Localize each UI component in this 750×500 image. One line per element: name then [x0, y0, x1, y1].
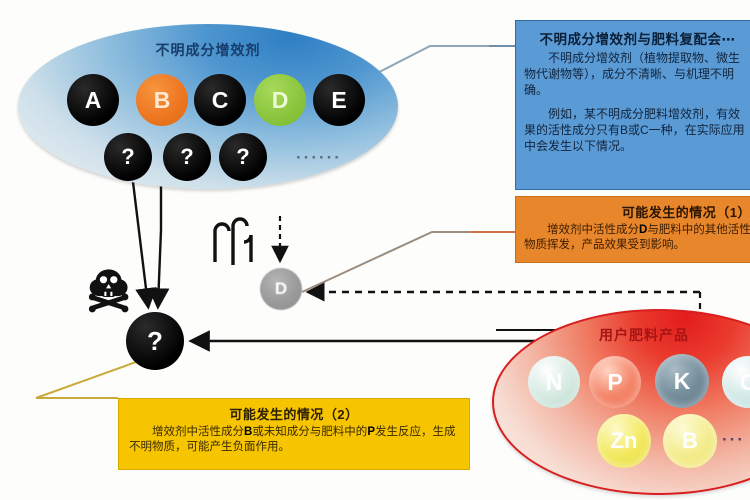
- callout-yellow-highlight-1: B: [244, 426, 253, 438]
- callout-blue-paragraph-1: 不明成分增效剂（植物提取物、微生物代谢物等），成分不清晰、与机理不明确。: [524, 51, 741, 97]
- nutrient-node-k[interactable]: K: [655, 354, 709, 408]
- callout-yellow-part-3: 发生反应，生成不明物质，可能产生负面作用。: [129, 426, 456, 454]
- skull-and-crossbones-icon: [88, 269, 129, 313]
- nutrient-label-b: B: [682, 428, 698, 453]
- component-label-unknown-3: ?: [236, 144, 250, 169]
- component-label-d: D: [271, 86, 289, 113]
- callout-orange-body: 增效剂中活性成分D与肥料中的其他活性物质挥发，产品效果受到影响。: [524, 223, 750, 253]
- nutrient-label-zn: Zn: [610, 428, 638, 453]
- component-node-c[interactable]: C: [194, 74, 246, 126]
- arrow-product-to-volatilized-d: [305, 282, 702, 315]
- nutrient-node-p[interactable]: P: [589, 356, 641, 408]
- component-node-b[interactable]: B: [136, 74, 188, 126]
- nutrient-label-n: N: [545, 368, 563, 395]
- callout-blue-paragraph-2: 例如，某不明成分肥料增效剂，有效果的活性成分只有B或C一种，在实际应用中会发生以…: [524, 107, 745, 154]
- component-node-unknown-2[interactable]: ?: [163, 133, 211, 181]
- volatilized-d-label: D: [274, 279, 288, 298]
- connector-yellow-callout: [35, 361, 137, 399]
- callout-yellow-body: 增效剂中活性成分B或未知成分与肥料中的P发生反应，生成不明物质，可能产生负面作用…: [129, 425, 459, 455]
- volatilized-d-node[interactable]: D: [260, 268, 302, 310]
- synergist-ellipse-title: 不明成分增效剂: [155, 42, 261, 58]
- callout-orange: 可能发生的情况（1） 增效剂中活性成分D与肥料中的其他活性物质挥发，产品效果受到…: [515, 196, 750, 263]
- callout-orange-highlight: D: [639, 224, 648, 236]
- nutrient-node-n[interactable]: N: [528, 356, 580, 408]
- callout-yellow-highlight-2: P: [367, 426, 375, 438]
- callout-orange-body-prefix: 增效剂中活性成分: [547, 224, 639, 236]
- component-label-unknown-1: ?: [121, 144, 135, 169]
- callout-blue-body: 不明成分增效剂（植物提取物、微生物代谢物等），成分不清晰、与机理不明确。 例如，…: [524, 51, 750, 155]
- nutrient-label-p: P: [607, 368, 623, 395]
- synergist-ellipsis: ······: [296, 148, 342, 167]
- component-node-e[interactable]: E: [313, 74, 365, 126]
- component-node-d[interactable]: D: [254, 74, 306, 126]
- component-label-unknown-2: ?: [180, 144, 194, 169]
- callout-yellow-part-2: 或未知成分与肥料中的: [252, 426, 368, 438]
- callout-blue: 不明成分增效剂与肥料复配会⋯ 不明成分增效剂（植物提取物、微生物代谢物等），成分…: [515, 20, 750, 190]
- unknown-product-node[interactable]: ?: [126, 312, 184, 370]
- component-label-c: C: [211, 86, 229, 113]
- nutrient-label-c: C: [739, 368, 750, 395]
- callout-orange-title: 可能发生的情况（1）: [621, 205, 750, 220]
- nutrient-label-k: K: [673, 367, 691, 394]
- fertilizer-product-title: 用户肥料产品: [599, 327, 689, 343]
- component-node-a[interactable]: A: [67, 74, 119, 126]
- callout-blue-title: 不明成分增效剂与肥料复配会⋯: [539, 32, 736, 47]
- callout-yellow-title: 可能发生的情况（2）: [229, 407, 359, 422]
- component-label-a: A: [84, 86, 102, 113]
- nutrient-node-b[interactable]: B: [663, 414, 717, 468]
- evaporation-icon: [213, 217, 253, 265]
- unknown-product-label: ?: [147, 325, 163, 356]
- connector-orange-callout: [301, 231, 515, 293]
- component-label-e: E: [331, 86, 347, 113]
- fertilizer-ellipsis: ···: [722, 430, 745, 449]
- component-node-unknown-1[interactable]: ?: [104, 133, 152, 181]
- callout-yellow: 可能发生的情况（2） 增效剂中活性成分B或未知成分与肥料中的P发生反应，生成不明…: [118, 398, 470, 470]
- callout-yellow-part-1: 增效剂中活性成分: [152, 426, 244, 438]
- component-label-b: B: [153, 86, 171, 113]
- nutrient-node-zn[interactable]: Zn: [597, 414, 651, 468]
- component-node-unknown-3[interactable]: ?: [219, 133, 267, 181]
- callout-orange-body-suffix: 与肥料中的其他活性物质挥发，产品效果受到影响。: [524, 224, 750, 252]
